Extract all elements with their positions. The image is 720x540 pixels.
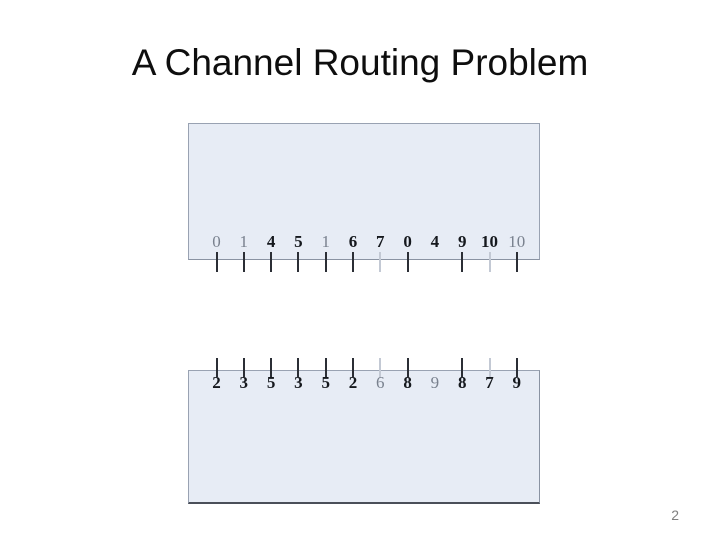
bottom-pin-label: 2 — [348, 373, 358, 392]
bottom-pin-column: 5 — [312, 358, 340, 391]
top-pin-label: 4 — [266, 232, 276, 251]
bottom-pin-column: 9 — [503, 358, 531, 391]
bottom-pin-label: 5 — [321, 373, 330, 392]
top-terminal-block — [188, 123, 540, 260]
bottom-pin-tick — [461, 358, 464, 377]
top-pin-tick — [406, 252, 409, 272]
bottom-pin-label: 2 — [212, 373, 221, 392]
top-pin-label: 7 — [376, 232, 385, 251]
bottom-terminal-block — [188, 370, 540, 504]
top-pin-column: 6 — [339, 232, 367, 272]
top-pin-tick — [297, 252, 300, 272]
top-pin-column: 5 — [284, 232, 312, 272]
bottom-pin-column: 2 — [203, 358, 231, 391]
bottom-pin-label: 3 — [294, 373, 303, 392]
bottom-pin-tick — [515, 358, 518, 377]
top-pin-tick — [488, 252, 491, 272]
bottom-pin-label: 9 — [430, 373, 440, 392]
bottom-pin-column: 3 — [230, 358, 258, 391]
bottom-pin-tick — [270, 358, 273, 377]
top-pin-column: 4 — [257, 232, 285, 272]
bottom-pin-column: 6 — [366, 358, 394, 391]
top-pin-column: 1 — [312, 232, 340, 272]
bottom-pin-label: 8 — [403, 373, 412, 392]
top-pin-tick — [515, 252, 518, 272]
bottom-pin-tick — [379, 358, 382, 377]
page-number: 2 — [671, 507, 679, 523]
top-pin-column: 10 — [476, 232, 504, 272]
top-pin-column: 7 — [366, 232, 394, 272]
top-pin-column: 0 — [394, 232, 422, 272]
top-pin-column: 9 — [448, 232, 476, 272]
top-pin-label: 0 — [403, 232, 412, 251]
bottom-pin-label: 5 — [266, 373, 276, 392]
top-pin-label: 10 — [508, 232, 526, 251]
bottom-pin-tick — [488, 358, 491, 377]
bottom-pin-label: 8 — [457, 373, 467, 392]
bottom-pin-column: 8 — [448, 358, 476, 391]
top-pin-tick — [352, 252, 354, 272]
bottom-pin-tick — [352, 358, 354, 377]
top-pin-tick — [434, 252, 436, 272]
bottom-pin-tick — [406, 358, 409, 377]
bottom-pin-label: 6 — [376, 373, 385, 392]
bottom-pin-tick — [297, 358, 300, 377]
top-pin-column: 4 — [421, 232, 449, 272]
top-pin-tick — [215, 252, 218, 272]
top-pin-label: 9 — [457, 232, 467, 251]
bottom-pin-tick — [215, 358, 218, 377]
bottom-pin-tick — [242, 358, 245, 377]
bottom-pin-label: 3 — [239, 373, 249, 392]
bottom-pin-column: 5 — [257, 358, 285, 391]
top-pin-label: 0 — [212, 232, 221, 251]
top-pin-label: 1 — [239, 232, 249, 251]
top-pin-label: 10 — [481, 232, 498, 251]
top-pin-tick — [379, 252, 382, 272]
top-pin-label: 5 — [294, 232, 303, 251]
top-pin-tick — [461, 252, 464, 272]
top-pin-label: 4 — [430, 232, 440, 251]
bottom-pin-column: 2 — [339, 358, 367, 391]
bottom-pin-column: 9 — [421, 358, 449, 391]
top-pin-tick — [242, 252, 245, 272]
bottom-pin-tick — [324, 358, 327, 377]
top-pin-label: 6 — [348, 232, 358, 251]
bottom-pin-column: 7 — [476, 358, 504, 391]
bottom-pin-column: 3 — [284, 358, 312, 391]
bottom-pin-label: 7 — [485, 373, 494, 392]
top-pin-tick — [324, 252, 327, 272]
top-pin-label: 1 — [321, 232, 330, 251]
slide-title: A Channel Routing Problem — [131, 42, 589, 83]
top-pin-column: 0 — [203, 232, 231, 272]
top-pin-tick — [270, 252, 273, 272]
bottom-pin-label: 9 — [512, 373, 522, 392]
top-pin-column: 10 — [503, 232, 531, 272]
top-pin-column: 1 — [230, 232, 258, 272]
bottom-pin-column: 8 — [394, 358, 422, 391]
